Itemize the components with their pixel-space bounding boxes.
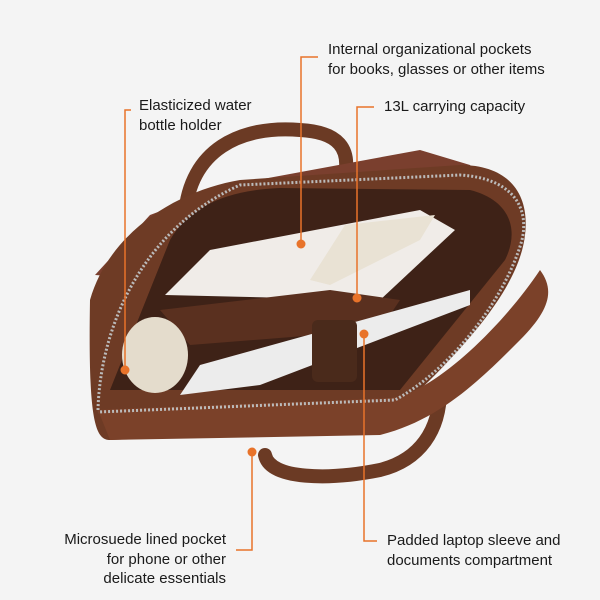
callout-dot-pockets [296,239,306,249]
callout-bottle: Elasticized water bottle holder [139,96,252,135]
callout-dot-microsuede [247,447,257,457]
callout-dot-bottle [120,365,130,375]
callout-pockets-line1: Internal organizational pockets [328,41,532,58]
callout-microsuede-line3: delicate essentials [103,570,226,587]
callout-pockets: Internal organizational pockets for book… [328,40,545,79]
callout-laptop-line1: Padded laptop sleeve and [387,532,561,549]
callout-microsuede-line2: for phone or other [106,550,226,568]
callout-bottle-line2: bottle holder [139,116,222,134]
callout-capacity: 13L carrying capacity [384,97,525,117]
callout-dot-capacity [352,293,362,303]
callout-dot-laptop [359,329,369,339]
callout-microsuede-line1: Microsuede lined pocket [64,531,226,548]
callout-capacity-line1: 13L carrying capacity [384,98,526,115]
callout-pockets-line2: for books, glasses or other items [328,60,545,78]
callout-laptop: Padded laptop sleeve and documents compa… [387,531,560,570]
callout-microsuede: Microsuede lined pocket for phone or oth… [64,530,226,589]
callout-laptop-line2: documents compartment [387,551,553,569]
callout-bottle-line1: Elasticized water [139,97,252,114]
